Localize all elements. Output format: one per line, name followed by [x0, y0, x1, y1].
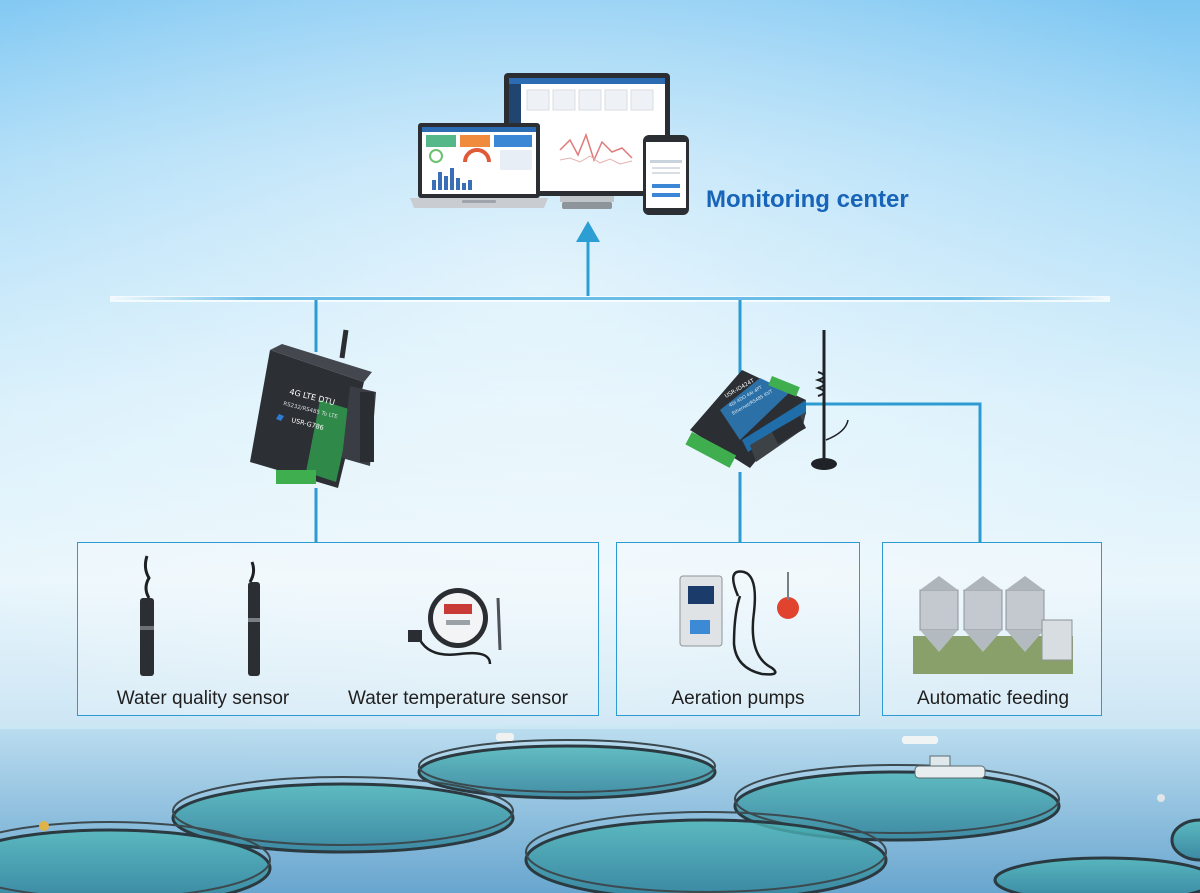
antenna-icon	[811, 330, 849, 470]
boat-icon	[902, 736, 986, 779]
fish-cage-icon	[171, 776, 515, 854]
feeding-silo-icon	[913, 576, 1073, 674]
fish-cage-icon	[993, 856, 1200, 893]
laptop-icon	[410, 123, 548, 208]
monitoring-center-title: Monitoring center	[706, 186, 909, 213]
fish-cage-icon	[1170, 818, 1200, 862]
arrowhead-icon	[576, 221, 600, 242]
water-quality-probe-icon	[140, 555, 154, 676]
antenna-icon	[339, 329, 349, 359]
water-quality-sensor-label: Water quality sensor	[116, 688, 290, 709]
water-temperature-sensor-icon	[408, 588, 502, 665]
water-quality-probe-icon	[248, 561, 260, 676]
water-temperature-sensor-label: Water temperature sensor	[348, 688, 568, 709]
buoy-icon	[39, 821, 49, 831]
aeration-pumps-label: Aeration pumps	[671, 688, 805, 709]
aeration-pump-icon	[679, 570, 799, 676]
fish-cage-icon	[524, 811, 888, 893]
smartphone-icon	[643, 135, 689, 215]
fish-cage-icon	[417, 739, 717, 800]
sensor-group-box	[77, 542, 599, 716]
dtu-device: 4G LTE DTU RS232/RS485 To LTE USR-G786	[250, 329, 376, 488]
boat-icon	[496, 733, 514, 741]
fish-cage-icon	[733, 764, 1061, 842]
buoy-icon	[1157, 794, 1165, 802]
fish-cage-icon	[0, 821, 272, 893]
automatic-feeding-label: Automatic feeding	[916, 688, 1070, 709]
io-gateway-device: USR-IO424T 4DI 4DO 4AI 4PT Ethernet/RS48…	[685, 370, 806, 468]
